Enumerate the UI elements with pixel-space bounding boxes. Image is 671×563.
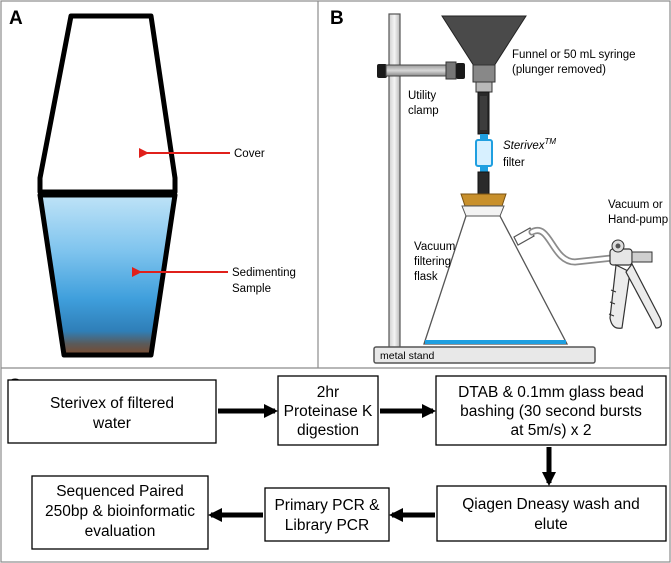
step-box-1 bbox=[7, 379, 217, 444]
funnel-stem-collar bbox=[475, 81, 493, 93]
vacuum-flask bbox=[423, 205, 569, 345]
step-box-4 bbox=[436, 485, 667, 542]
step-box-5 bbox=[264, 487, 390, 542]
step-4-line2: elute bbox=[534, 516, 568, 533]
panel-b-letter: B bbox=[330, 8, 344, 29]
funnel-label-line2: (plunger removed) bbox=[512, 64, 606, 76]
cover-shape bbox=[37, 13, 178, 195]
sample-container bbox=[37, 192, 178, 358]
stand-pole bbox=[388, 13, 401, 351]
clamp-holder bbox=[445, 61, 457, 80]
flask-stopper bbox=[460, 193, 507, 207]
sample-label-line2: Sample bbox=[232, 283, 271, 295]
step-box-2 bbox=[277, 375, 379, 446]
step-3-line2: bashing (30 second bursts bbox=[460, 403, 642, 420]
sterivex-label: SterivexTM bbox=[503, 137, 556, 152]
panel-a-letter: A bbox=[9, 8, 23, 29]
panel-c: C Sterivex of filtered water 2hr Protein… bbox=[7, 375, 667, 550]
step-3-line1: DTAB & 0.1mm glass bead bbox=[458, 384, 644, 401]
filter-label: filter bbox=[503, 157, 525, 169]
funnel-stem bbox=[472, 64, 496, 83]
step-4-line1: Qiagen Dneasy wash and bbox=[462, 496, 640, 513]
clamp-knob-left bbox=[377, 64, 387, 78]
tube-upper-inner bbox=[480, 96, 487, 130]
sterivex-cap-top bbox=[480, 134, 488, 140]
flask-label-line3: flask bbox=[414, 271, 438, 283]
flask-liquid bbox=[425, 340, 566, 344]
sterivex-tm: TM bbox=[545, 137, 557, 146]
pump-label-line1: Vacuum or bbox=[608, 199, 663, 211]
step-5-line1: Primary PCR & bbox=[274, 497, 380, 514]
hand-pump bbox=[608, 239, 662, 329]
step-2-line2: Proteinase K bbox=[284, 403, 373, 420]
clamp-knob-right bbox=[456, 63, 465, 79]
sterivex-filter bbox=[475, 139, 493, 167]
cover-label: Cover bbox=[234, 148, 265, 160]
flask-label-line2: filtering bbox=[414, 256, 451, 268]
funnel-label-line1: Funnel or 50 mL syringe bbox=[512, 49, 636, 61]
step-2-line3: digestion bbox=[297, 422, 359, 439]
panel-a: A Cover Sedimenting Sample bbox=[9, 8, 296, 358]
step-6-line1: Sequenced Paired bbox=[56, 483, 184, 500]
sterivex-cap-bottom bbox=[480, 166, 488, 172]
step-6-line2: 250bp & bioinformatic bbox=[45, 503, 195, 520]
step-5-line2: Library PCR bbox=[285, 517, 369, 534]
step-box-6 bbox=[31, 475, 209, 550]
pump-label-line2: Hand-pump bbox=[608, 214, 668, 226]
step-2-line1: 2hr bbox=[317, 384, 339, 401]
clamp-label-line1: Utility bbox=[408, 90, 436, 102]
step-3-line3: at 5m/s) x 2 bbox=[511, 422, 592, 439]
flask-neck-collar bbox=[461, 205, 505, 217]
flask-label-line1: Vacuum bbox=[414, 241, 455, 253]
panel-b: B metal stand Utility clamp Funnel or 50… bbox=[330, 8, 668, 364]
sterivex-name: Sterivex bbox=[503, 140, 546, 152]
vacuum-hose-inner bbox=[530, 228, 614, 264]
clamp-label-line2: clamp bbox=[408, 105, 439, 117]
stand-label: metal stand bbox=[380, 350, 434, 362]
step-box-3 bbox=[435, 375, 667, 446]
tube-lower bbox=[477, 171, 490, 195]
sample-label-line1: Sedimenting bbox=[232, 267, 296, 279]
step-6-line3: evaluation bbox=[85, 523, 156, 540]
step-1-line1: Sterivex of filtered bbox=[50, 395, 174, 412]
stand-base bbox=[373, 346, 596, 364]
step-1-line2: water bbox=[92, 415, 131, 432]
